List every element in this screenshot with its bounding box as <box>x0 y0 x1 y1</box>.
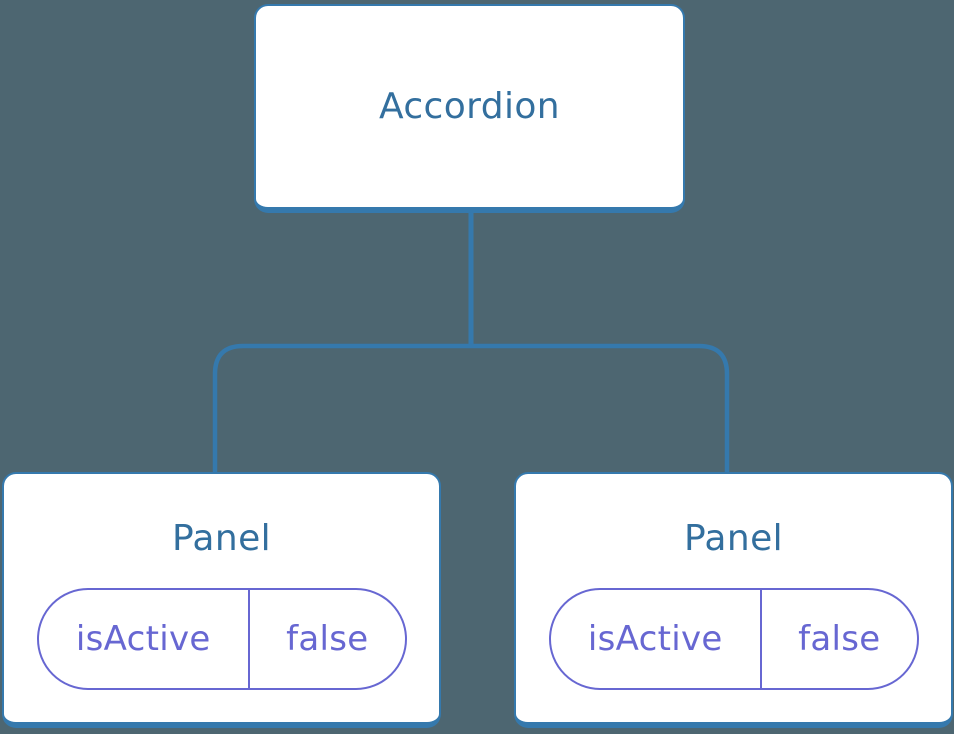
node-accordion: Accordion <box>254 4 685 213</box>
node-accordion-label: Accordion <box>378 85 561 127</box>
state-pill-2: isActive false <box>548 588 919 690</box>
state-value-1: false <box>286 619 369 659</box>
node-panel-1-label: Panel <box>171 518 272 559</box>
branch-bracket-line <box>212 343 730 474</box>
node-panel-2-label: Panel <box>683 518 784 559</box>
node-panel-2: Panel isActive false <box>514 472 953 728</box>
state-pill-1: isActive false <box>36 588 407 690</box>
node-panel-1: Panel isActive false <box>2 472 441 728</box>
state-key-1: isActive <box>39 590 251 688</box>
state-value-2: false <box>798 619 881 659</box>
state-key-2: isActive <box>551 590 763 688</box>
